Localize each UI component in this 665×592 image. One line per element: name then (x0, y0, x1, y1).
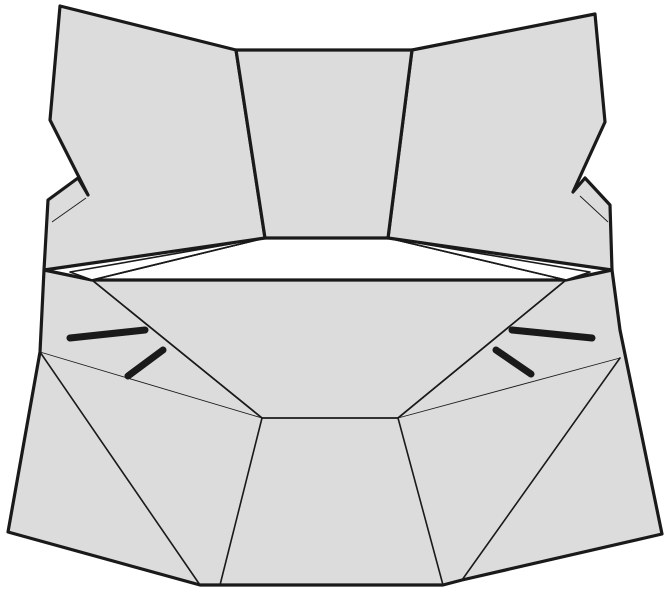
right-wing (388, 14, 612, 270)
top-center-panel (236, 50, 412, 238)
upper-wings (44, 6, 612, 270)
left-wing (44, 6, 265, 270)
lower-panel (8, 270, 662, 585)
lower-panel-shape (8, 270, 662, 585)
